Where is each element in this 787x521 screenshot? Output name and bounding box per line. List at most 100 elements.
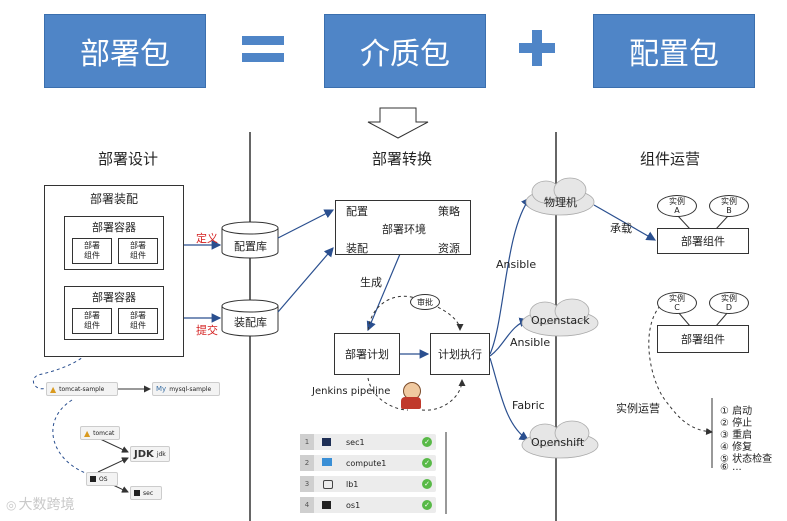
deploy-component-1b: 部署 组件 <box>118 238 158 264</box>
terminal-icon <box>322 501 331 509</box>
env-config-label: 配置 <box>346 205 368 218</box>
env-title-label: 部署环境 <box>382 223 426 236</box>
check-icon: ✓ <box>422 437 432 447</box>
sec-label: sec <box>143 489 154 497</box>
deploy-component-2a: 部署 组件 <box>72 308 112 334</box>
section-title-convert: 部署转换 <box>372 150 433 168</box>
jdk-label: jdk <box>156 450 166 458</box>
instance-b: 实例 B <box>709 195 749 217</box>
config-db-cylinder <box>221 221 279 259</box>
env-assembly-label: 装配 <box>346 242 368 255</box>
approve-label: 审批 <box>417 297 433 307</box>
action-status-check: ⑤ 状态检查 <box>720 454 773 465</box>
jenkins-label: Jenkins pipeline <box>312 386 391 397</box>
cloud-openshift <box>521 420 599 459</box>
deploy-container-2-title: 部署容器 <box>92 291 136 304</box>
task-row: 3 lb1 ✓ <box>300 476 436 492</box>
task-name: os1 <box>346 500 361 510</box>
deploy-env-box <box>335 200 471 255</box>
lock-icon <box>323 480 333 489</box>
cloud-physical <box>525 177 595 216</box>
config-db-label: 配置库 <box>234 240 267 253</box>
instance-a-label: 实例 A <box>669 197 685 215</box>
generate-label: 生成 <box>360 276 382 289</box>
banner-config-package: 配置包 <box>593 14 755 88</box>
down-arrow-icon <box>367 107 429 139</box>
os-label: OS <box>99 475 108 483</box>
openstack-label: Openstack <box>531 314 590 327</box>
instance-ops-label: 实例运营 <box>616 402 660 415</box>
deploy-component-label: 部署 组件 <box>84 311 100 330</box>
instance-c: 实例 C <box>657 292 697 314</box>
deploy-component-2b: 部署 组件 <box>118 308 158 334</box>
deploy-component-label: 部署 组件 <box>130 311 146 330</box>
deploy-component-label: 部署 组件 <box>130 241 146 260</box>
instance-d: 实例 D <box>709 292 749 314</box>
jenkins-avatar-icon <box>400 382 422 410</box>
banner-config-label: 配置包 <box>629 37 719 72</box>
banner-media-label: 介质包 <box>360 37 450 72</box>
tomcat-icon: ▲ <box>84 428 91 438</box>
action-restart: ③ 重启 <box>720 430 753 441</box>
task-number: 4 <box>300 497 314 513</box>
tomcat-sample-label: tomcat-sample <box>59 385 105 393</box>
task-name: compute1 <box>346 458 387 468</box>
env-strategy-label: 策略 <box>438 205 460 218</box>
watermark-text: 大数跨境 <box>18 497 75 513</box>
tomcat-label: tomcat <box>93 429 115 437</box>
banner-deploy-package: 部署包 <box>44 14 206 88</box>
deploy-plan-label: 部署计划 <box>345 348 389 361</box>
task-row: 1 sec1 ✓ <box>300 434 436 450</box>
env-resource-label: 资源 <box>438 242 460 255</box>
action-more: ⑥ ... <box>720 462 742 473</box>
action-repair: ④ 修复 <box>720 442 753 453</box>
security-icon <box>134 490 140 496</box>
plan-execute-box: 计划执行 <box>430 333 490 375</box>
openshift-label: Openshift <box>531 436 585 449</box>
mysql-sample-label: mysql-sample <box>169 385 212 393</box>
section-title-design: 部署设计 <box>98 150 159 168</box>
terminal-icon <box>90 476 96 482</box>
assembly-db-cylinder <box>221 299 279 337</box>
task-number: 2 <box>300 455 314 471</box>
physical-machine-label: 物理机 <box>544 196 577 209</box>
deploy-component-label: 部署 组件 <box>84 241 100 260</box>
instance-a: 实例 A <box>657 195 697 217</box>
ansible-label-1: Ansible <box>496 258 537 271</box>
deploy-assembly-title: 部署装配 <box>89 192 138 206</box>
deploy-component-1a: 部署 组件 <box>72 238 112 264</box>
assembly-db-label: 装配库 <box>234 316 267 329</box>
section-title-ops: 组件运营 <box>640 150 701 168</box>
watermark: ◎大数跨境 <box>6 494 74 514</box>
monitor-icon <box>322 458 332 466</box>
sec-chip: sec <box>130 486 162 500</box>
instance-b-label: 实例 B <box>721 197 737 215</box>
instance-c-label: 实例 C <box>669 294 685 312</box>
deploy-plan-box: 部署计划 <box>334 333 400 375</box>
instance-d-label: 实例 D <box>721 294 737 312</box>
task-number: 1 <box>300 434 314 450</box>
banner-media-package: 介质包 <box>324 14 486 88</box>
mysql-icon: My <box>156 385 167 393</box>
security-group-icon <box>322 438 331 446</box>
ansible-label-2: Ansible <box>510 336 551 349</box>
equals-sign <box>242 36 284 62</box>
task-name: sec1 <box>346 437 365 447</box>
action-start: ① 启动 <box>720 406 753 417</box>
tomcat-icon: ▲ <box>50 384 57 394</box>
deploy-component-box-1: 部署组件 <box>657 228 749 254</box>
carry-label: 承载 <box>610 222 632 235</box>
plus-sign <box>519 30 555 66</box>
task-row: 4 os1 ✓ <box>300 497 436 513</box>
deploy-component-box-2: 部署组件 <box>657 325 749 353</box>
plan-execute-label: 计划执行 <box>438 348 482 361</box>
deploy-component-1-label: 部署组件 <box>681 235 725 248</box>
check-icon: ✓ <box>422 458 432 468</box>
check-icon: ✓ <box>422 500 432 510</box>
os-chip: OS <box>86 472 118 486</box>
action-stop: ② 停止 <box>720 418 753 429</box>
cloud-openstack <box>521 298 599 337</box>
